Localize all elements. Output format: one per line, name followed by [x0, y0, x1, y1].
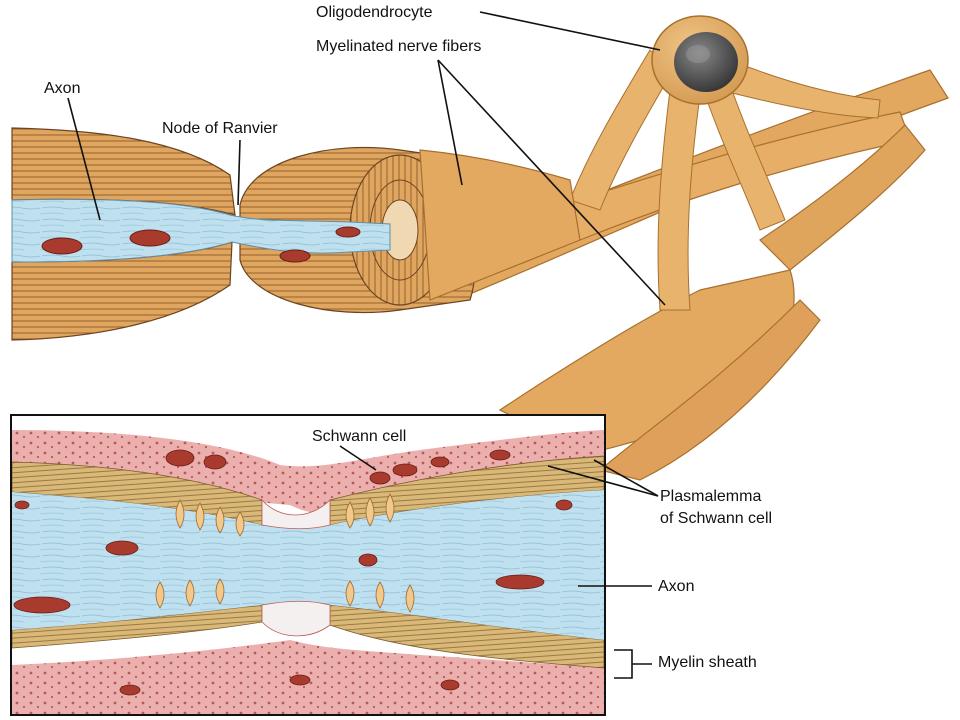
label-myelinated-nerve-fibers: Myelinated nerve fibers	[316, 38, 482, 55]
label-plasmalemma-line2: of Schwann cell	[660, 510, 773, 527]
leader-lines	[67, 11, 666, 679]
label-axon-top: Axon	[44, 80, 81, 97]
label-myelin-sheath: Myelin sheath	[658, 654, 757, 671]
label-node-of-ranvier: Node of Ranvier	[162, 120, 278, 137]
label-plasmalemma: Plasmalemma	[660, 488, 762, 505]
label-axon-inset: Axon	[658, 578, 695, 595]
label-oligodendrocyte: Oligodendrocyte	[316, 4, 433, 21]
label-schwann-cell: Schwann cell	[312, 428, 407, 445]
myelinated-axon-cutaway	[11, 127, 581, 341]
inset-longitudinal-section	[10, 414, 606, 716]
